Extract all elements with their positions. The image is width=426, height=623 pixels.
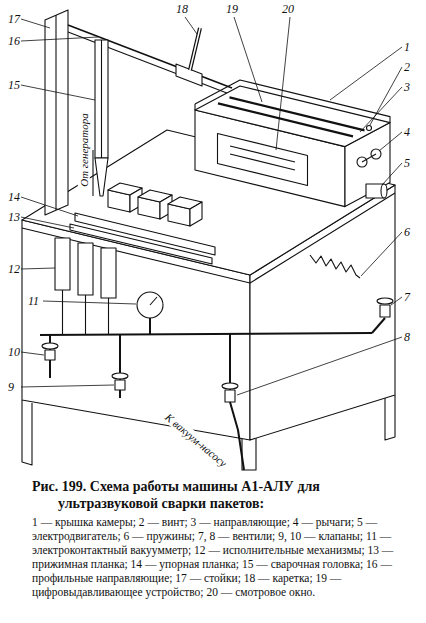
callout-number: 4 bbox=[404, 125, 410, 139]
pipe-label: От генератора bbox=[78, 112, 90, 188]
callout-number: 14 bbox=[8, 190, 20, 204]
callout-number: 6 bbox=[404, 225, 410, 239]
callout-number: 5 bbox=[404, 156, 410, 170]
parts-key: 1 — крышка камеры; 2 — винт; 3 — направл… bbox=[32, 515, 416, 599]
callout-number: 16 bbox=[8, 34, 20, 48]
callout-number: 20 bbox=[282, 2, 294, 16]
callout-number: 10 bbox=[8, 345, 20, 359]
callout-number: 19 bbox=[226, 2, 238, 16]
callout-number: 12 bbox=[8, 262, 20, 276]
callout-number: 18 bbox=[176, 2, 188, 16]
figure-caption: Рис. 199. Схема работы машины А1-АЛУ для… bbox=[32, 478, 420, 512]
callout-number: 9 bbox=[8, 380, 14, 394]
callout-number: 15 bbox=[8, 78, 20, 92]
callout-number: 3 bbox=[404, 80, 410, 94]
callout-number: 13 bbox=[8, 210, 20, 224]
callout-number: 11 bbox=[28, 294, 39, 308]
callout-number: 7 bbox=[404, 290, 410, 304]
callout-number: 1 bbox=[404, 40, 410, 54]
callout-number: 17 bbox=[8, 12, 20, 26]
callout-number: 8 bbox=[404, 330, 410, 344]
machine-illustration bbox=[0, 0, 426, 475]
callout-number: 2 bbox=[404, 60, 410, 74]
